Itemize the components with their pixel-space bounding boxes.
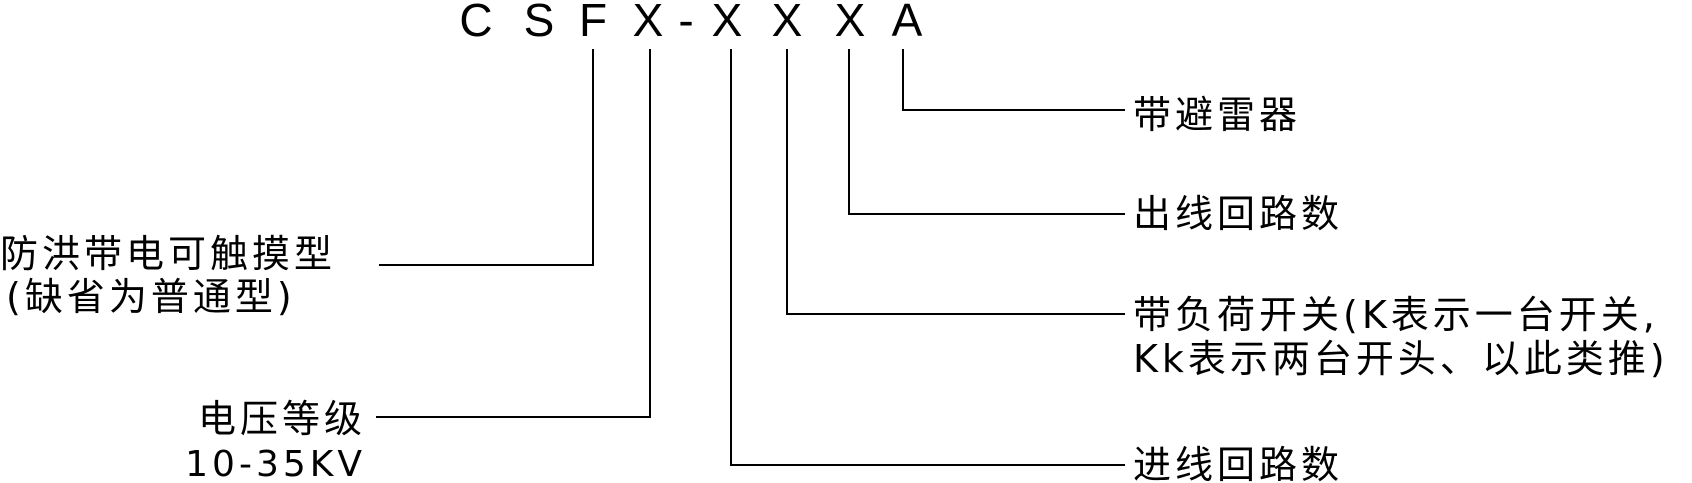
label-incoming-circuits: 进线回路数 xyxy=(1133,443,1343,483)
leader-lines xyxy=(376,49,1125,466)
code-char-x-outgoing: X xyxy=(835,0,866,46)
leader-line-arrester xyxy=(902,49,1125,111)
label-type-line1: 防洪带电可触摸型 xyxy=(0,232,336,276)
label-arrester: 带避雷器 xyxy=(1133,93,1301,137)
label-type-line2: (缺省为普通型) xyxy=(6,275,296,319)
leader-line-load-switch xyxy=(786,49,1125,315)
label-voltage-line1: 电压等级 xyxy=(198,397,366,441)
code-char-a: A xyxy=(892,0,923,46)
left-annotations: 防洪带电可触摸型 (缺省为普通型) 电压等级 10-35KV xyxy=(0,232,366,483)
code-char-x-load-switch: X xyxy=(772,0,803,46)
label-outgoing-circuits: 出线回路数 xyxy=(1133,192,1343,236)
right-annotations: 带避雷器 出线回路数 带负荷开关(K表示一台开关, Kk表示两台开头、以此类推)… xyxy=(1133,93,1669,483)
leader-line-type xyxy=(379,49,594,266)
code-char-dash: - xyxy=(678,0,693,46)
model-code: C S F X - X X X A xyxy=(459,0,922,46)
code-char-c: C xyxy=(459,0,492,46)
leader-line-outgoing xyxy=(848,49,1125,215)
leader-line-incoming xyxy=(730,49,1125,466)
label-voltage-line2: 10-35KV xyxy=(185,444,366,483)
leader-line-voltage xyxy=(376,49,651,418)
code-char-x-voltage: X xyxy=(633,0,664,46)
code-char-f: F xyxy=(579,0,607,46)
code-char-x-incoming: X xyxy=(712,0,743,46)
label-load-switch-line1: 带负荷开关(K表示一台开关, xyxy=(1133,293,1659,337)
label-load-switch-line2: Kk表示两台开头、以此类推) xyxy=(1133,337,1669,381)
code-char-s: S xyxy=(524,0,555,46)
